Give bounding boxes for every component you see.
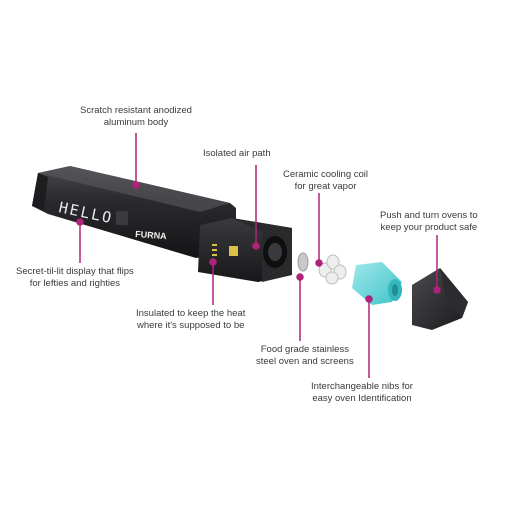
callout-oven-screens-line2: steel oven and screens xyxy=(256,356,354,367)
nib xyxy=(352,262,402,305)
callout-air-path-line1: Isolated air path xyxy=(203,148,271,159)
callout-ovens-line2: keep your product safe xyxy=(380,222,478,233)
callout-air-path: Isolated air path xyxy=(203,148,271,160)
callout-insulated-line2: where it's supposed to be xyxy=(136,320,245,331)
callout-nibs-line2: easy oven Identification xyxy=(312,393,412,404)
device-body: HELLO FURNA xyxy=(32,166,236,258)
callout-display-line1: Secret-til-lit display that flips xyxy=(16,266,134,277)
callout-cooling-coil: Ceramic cooling coil for great vapor xyxy=(283,169,368,193)
brand-logo: FURNA xyxy=(135,229,168,241)
callout-ovens-line1: Push and turn ovens to xyxy=(380,210,478,221)
callout-nibs: Interchangeable nibs for easy oven Ident… xyxy=(311,381,413,405)
callout-ovens: Push and turn ovens to keep your product… xyxy=(380,210,478,234)
callout-body-line1: Scratch resistant anodized xyxy=(80,105,192,116)
ceramic-coil xyxy=(318,254,347,285)
callout-cooling-coil-line1: Ceramic cooling coil xyxy=(283,169,369,180)
callout-oven-screens: Food grade stainless steel oven and scre… xyxy=(256,344,354,368)
callout-nibs-line1: Interchangeable nibs for xyxy=(311,381,413,392)
callout-insulated-line1: Insulated to keep the heat xyxy=(136,308,246,319)
contact-pad xyxy=(229,246,238,256)
callout-body: Scratch resistant anodized aluminum body xyxy=(80,105,192,129)
callout-display-line2: for lefties and righties xyxy=(29,278,121,289)
screen-mesh xyxy=(297,252,309,272)
callout-insulated: Insulated to keep the heat where it's su… xyxy=(136,308,245,332)
callout-leaders xyxy=(76,133,441,378)
callout-body-line2: aluminum body xyxy=(103,117,169,128)
mouthpiece-cap xyxy=(412,268,468,330)
callout-cooling-coil-line2: for great vapor xyxy=(294,181,357,192)
callout-display: Secret-til-lit display that flips for le… xyxy=(16,266,134,290)
callout-oven-screens-line1: Food grade stainless xyxy=(260,344,349,355)
oven-module xyxy=(198,218,292,282)
power-button xyxy=(116,211,128,225)
